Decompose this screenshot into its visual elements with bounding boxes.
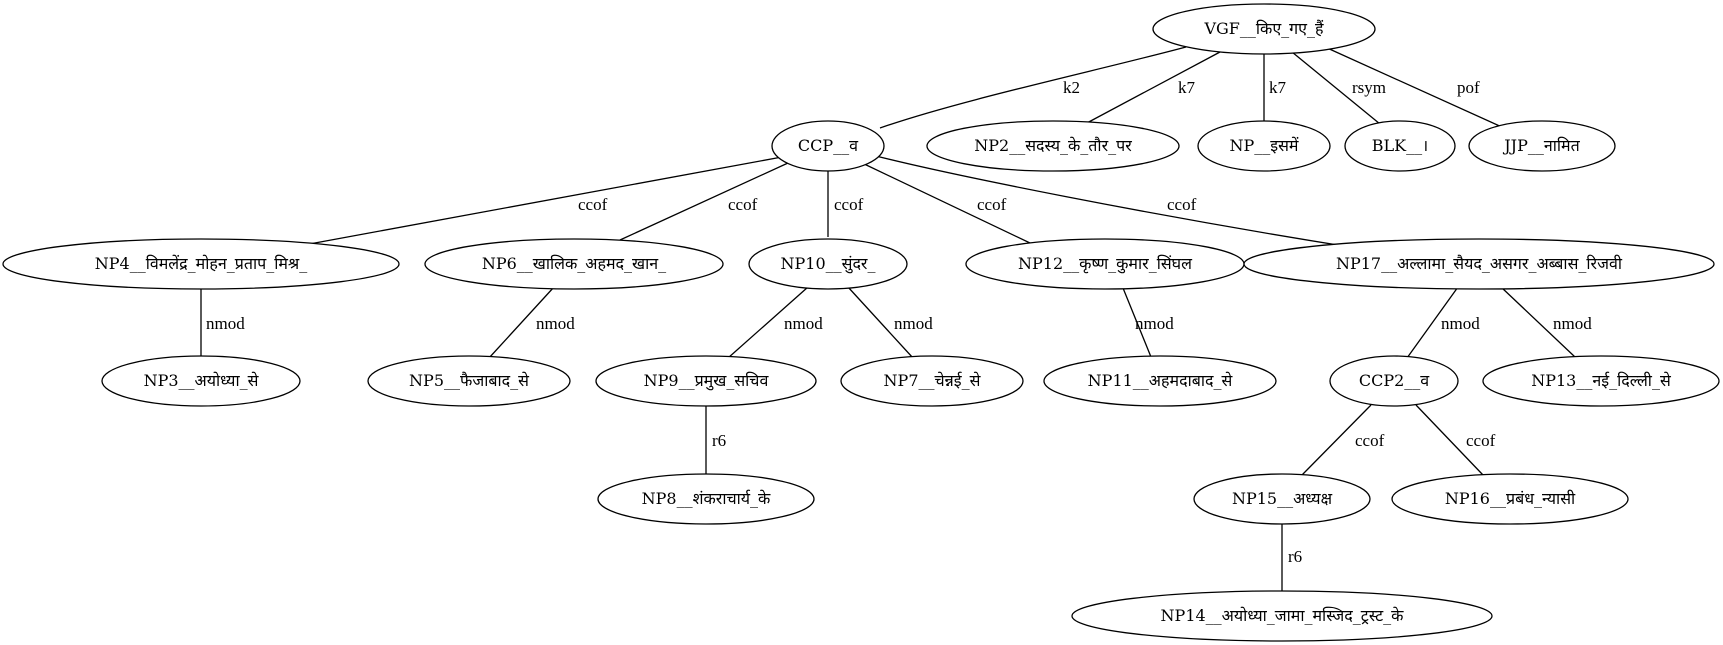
node-ccp2: CCP2__व xyxy=(1329,355,1459,407)
node-label-np2: NP2__सदस्य_के_तौर_पर xyxy=(974,136,1132,155)
edge-vgf-np2 xyxy=(1084,51,1221,125)
node-label-np15: NP15__अध्यक्ष xyxy=(1232,489,1333,508)
edge-label-np4-np3: nmod xyxy=(206,314,245,333)
node-label-blk: BLK__। xyxy=(1372,136,1428,155)
node-ccp: CCP__व xyxy=(771,120,885,172)
edge-vgf-jjp xyxy=(1324,46,1505,129)
edge-label-ccp-np17: ccof xyxy=(1167,195,1197,214)
node-jjp: JJP__नामित xyxy=(1468,120,1616,172)
edge-label-ccp-np6: ccof xyxy=(728,195,758,214)
node-vgf: VGF__किए_गए_हैं xyxy=(1152,3,1376,55)
node-np: NP__इसमें xyxy=(1197,120,1331,172)
node-np2: NP2__सदस्य_के_तौर_पर xyxy=(926,120,1180,172)
node-np4: NP4__विमलेंद्र_मोहन_प्रताप_मिश्र_ xyxy=(2,238,400,290)
edge-label-vgf-np2: k7 xyxy=(1178,78,1196,97)
edge-label-np17-ccp2: nmod xyxy=(1441,314,1480,333)
edge-ccp-np4 xyxy=(303,156,783,246)
edge-ccp-np12 xyxy=(859,161,1031,244)
node-label-np12: NP12__कृष्ण_कुमार_सिंघल xyxy=(1018,254,1193,274)
node-label-ccp2: CCP2__व xyxy=(1359,371,1430,390)
edge-label-ccp2-np15: ccof xyxy=(1355,431,1385,450)
node-label-np: NP__इसमें xyxy=(1229,136,1298,155)
edge-label-np17-np13: nmod xyxy=(1553,314,1592,333)
node-label-np14: NP14__अयोध्या_जामा_मस्जिद_ट्रस्ट_के xyxy=(1161,606,1405,625)
node-label-np17: NP17__अल्लामा_सैयद_असगर_अब्बास_रिजवी xyxy=(1336,254,1623,273)
edges: k2 k7 k7 rsym pof ccof ccof ccof ccof cc… xyxy=(200,46,1592,592)
node-label-np6: NP6__खालिक_अहमद_खान_ xyxy=(482,254,666,273)
edge-label-ccp-np4: ccof xyxy=(578,195,608,214)
node-np6: NP6__खालिक_अहमद_खान_ xyxy=(424,238,724,290)
edge-np6-np5 xyxy=(488,286,555,359)
edge-label-vgf-np: k7 xyxy=(1269,78,1287,97)
edge-np10-np9 xyxy=(727,286,809,359)
node-np11: NP11__अहमदाबाद_से xyxy=(1043,355,1277,407)
node-label-vgf: VGF__किए_गए_हैं xyxy=(1203,19,1324,38)
node-label-np8: NP8__शंकराचार्य_के xyxy=(642,489,771,508)
node-label-np11: NP11__अहमदाबाद_से xyxy=(1088,371,1234,390)
edge-ccp2-np15 xyxy=(1301,404,1372,476)
node-label-np13: NP13__नई_दिल्ली_से xyxy=(1531,371,1672,390)
edge-np12-np11 xyxy=(1122,287,1152,358)
edge-ccp2-np16 xyxy=(1415,404,1484,476)
node-np3: NP3__अयोध्या_से xyxy=(101,355,301,407)
edge-label-np12-np11: nmod xyxy=(1135,314,1174,333)
edge-label-np15-np14: r6 xyxy=(1288,547,1302,566)
node-blk: BLK__। xyxy=(1344,120,1456,172)
edge-label-vgf-blk: rsym xyxy=(1352,78,1386,97)
node-np5: NP5__फैजाबाद_से xyxy=(367,355,571,407)
edge-np10-np7 xyxy=(847,286,914,359)
edge-label-vgf-ccp: k2 xyxy=(1063,78,1080,97)
edge-label-ccp2-np16: ccof xyxy=(1466,431,1496,450)
edge-vgf-ccp xyxy=(879,46,1187,129)
edge-np17-np13 xyxy=(1500,286,1576,358)
edge-label-np9-np8: r6 xyxy=(712,431,726,450)
node-np17: NP17__अल्लामा_सैयद_असगर_अब्बास_रिजवी xyxy=(1243,238,1715,290)
nodes: VGF__किए_गए_हैं CCP__व NP2__सदस्य_के_तौर… xyxy=(2,3,1720,642)
edge-ccp-np6 xyxy=(619,162,789,241)
node-label-jjp: JJP__नामित xyxy=(1502,136,1580,155)
node-np10: NP10__सुंदर_ xyxy=(748,238,908,290)
node-np16: NP16__प्रबंध_न्यासी xyxy=(1391,473,1629,525)
node-np13: NP13__नई_दिल्ली_से xyxy=(1482,355,1720,407)
node-label-np16: NP16__प्रबंध_न्यासी xyxy=(1445,489,1576,508)
edge-label-vgf-jjp: pof xyxy=(1457,78,1480,97)
node-label-np5: NP5__फैजाबाद_से xyxy=(409,371,530,390)
node-label-np7: NP7__चेन्नई_से xyxy=(884,371,982,390)
node-label-np4: NP4__विमलेंद्र_मोहन_प्रताप_मिश्र_ xyxy=(95,254,307,273)
edge-label-np6-np5: nmod xyxy=(536,314,575,333)
node-label-ccp: CCP__व xyxy=(798,136,859,155)
edge-np17-ccp2 xyxy=(1406,286,1459,359)
edge-label-np10-np7: nmod xyxy=(894,314,933,333)
edge-ccp-np17 xyxy=(871,154,1351,248)
edge-label-ccp-np10: ccof xyxy=(834,195,864,214)
node-label-np9: NP9__प्रमुख_सचिव xyxy=(644,371,770,391)
edge-label-ccp-np12: ccof xyxy=(977,195,1007,214)
node-label-np3: NP3__अयोध्या_से xyxy=(144,371,260,390)
edge-label-np10-np9: nmod xyxy=(784,314,823,333)
node-np12: NP12__कृष्ण_कुमार_सिंघल xyxy=(965,238,1245,290)
node-np9: NP9__प्रमुख_सचिव xyxy=(595,355,817,407)
node-np8: NP8__शंकराचार्य_के xyxy=(597,473,815,525)
edge-vgf-blk xyxy=(1291,51,1381,125)
node-np15: NP15__अध्यक्ष xyxy=(1193,473,1371,525)
node-np7: NP7__चेन्नई_से xyxy=(840,355,1024,407)
node-np14: NP14__अयोध्या_जामा_मस्जिद_ट्रस्ट_के xyxy=(1071,590,1493,642)
node-label-np10: NP10__सुंदर_ xyxy=(781,254,876,274)
